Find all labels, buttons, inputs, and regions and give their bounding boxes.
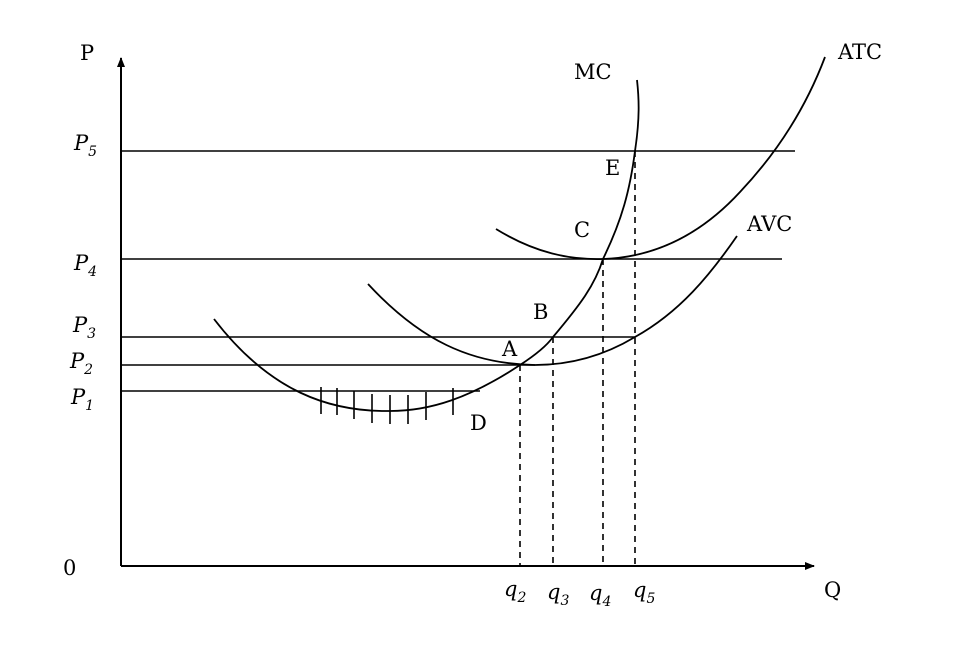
price-label-p4: P4 (73, 251, 97, 280)
quantity-label-q2: q2 (504, 577, 526, 606)
atc-label: ATC (837, 40, 882, 64)
quantity-label-q5: q5 (633, 578, 655, 607)
price-label-p1: P1 (70, 385, 94, 414)
hatch-marks (320, 387, 454, 424)
point-label-a: A (501, 337, 518, 361)
x-axis-label: Q (824, 578, 841, 602)
mc-label: MC (574, 60, 612, 84)
price-label-p3: P3 (72, 313, 96, 342)
point-label-d: D (470, 411, 487, 435)
price-label-p5: P5 (73, 131, 97, 160)
price-label-p2: P2 (69, 349, 93, 378)
point-label-c: C (574, 218, 590, 242)
avc-curve (367, 235, 738, 366)
origin-label: 0 (63, 556, 76, 580)
point-label-b: B (533, 300, 548, 324)
quantity-label-q3: q3 (547, 580, 569, 609)
avc-label: AVC (746, 212, 792, 236)
quantity-label-q4: q4 (589, 581, 611, 610)
atc-curve (495, 56, 826, 260)
point-label-e: E (605, 156, 620, 180)
mc-curve (213, 79, 640, 412)
y-axis-label: P (80, 41, 94, 65)
